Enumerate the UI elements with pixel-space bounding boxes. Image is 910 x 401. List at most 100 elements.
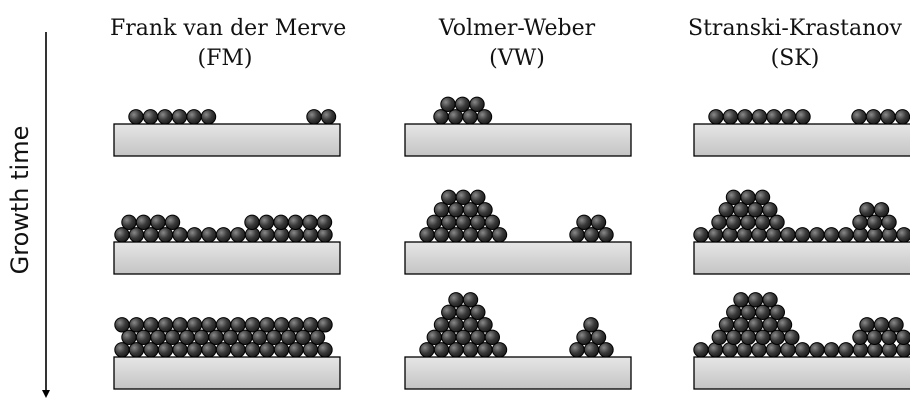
atom [851, 109, 867, 125]
atom [491, 227, 508, 243]
atom [143, 342, 159, 358]
atom [740, 329, 756, 345]
substrate-7 [113, 356, 341, 390]
atom [583, 342, 600, 358]
atom [838, 342, 854, 358]
atom [128, 109, 144, 125]
atom [755, 304, 771, 320]
atom [754, 189, 771, 206]
atom [881, 214, 897, 231]
atom [455, 189, 471, 206]
atom [143, 227, 159, 243]
atom [447, 109, 464, 125]
atom [433, 202, 450, 218]
atom [740, 189, 756, 206]
atom [215, 227, 232, 243]
atom [317, 342, 333, 358]
atom [157, 227, 174, 243]
atom [859, 317, 875, 333]
atom [302, 214, 318, 231]
atom [135, 329, 152, 345]
atom [737, 109, 753, 125]
atom [215, 342, 232, 358]
atom [469, 96, 485, 113]
atom [302, 317, 319, 333]
atom [316, 214, 333, 231]
atom [769, 329, 785, 345]
growth-time-arrow [42, 32, 50, 398]
atom [157, 317, 174, 333]
mode-abbr-vw: (VW) [489, 46, 545, 71]
atom [794, 227, 811, 243]
atom [780, 109, 797, 125]
atom [288, 317, 304, 333]
atom [718, 317, 735, 333]
atom [273, 317, 290, 333]
atom [865, 109, 882, 125]
atom [280, 329, 297, 345]
atom [288, 342, 304, 358]
atom [762, 202, 778, 218]
atom [441, 214, 457, 231]
atom [873, 317, 890, 333]
atom [193, 329, 210, 345]
atom [598, 342, 614, 358]
atom [576, 329, 592, 345]
atom [896, 227, 910, 243]
atom [121, 214, 137, 231]
atom [454, 96, 471, 113]
atom [222, 329, 239, 345]
header-fm: Frank van der Merve (FM) [110, 14, 347, 74]
atom [462, 342, 479, 358]
atom [583, 317, 599, 333]
atom [179, 329, 195, 345]
substrate-5 [404, 241, 632, 275]
atom [888, 317, 904, 333]
atom [477, 202, 493, 218]
atom [740, 214, 756, 231]
atom [769, 214, 785, 231]
atom [462, 292, 479, 308]
atom [484, 329, 500, 345]
atom [766, 109, 782, 125]
atom [726, 329, 742, 345]
atom [295, 329, 311, 345]
atom [809, 227, 825, 243]
atom [590, 214, 607, 231]
atom [747, 202, 763, 218]
atom [711, 214, 727, 231]
atom [776, 317, 793, 333]
substrate-3 [693, 123, 910, 157]
atom [725, 189, 742, 206]
substrate-2 [404, 123, 632, 157]
atom [171, 109, 188, 125]
atom [880, 109, 896, 125]
atom [733, 292, 749, 308]
atom [426, 329, 442, 345]
atom [751, 109, 768, 125]
atom [448, 202, 464, 218]
atom [150, 329, 166, 345]
atom [441, 189, 457, 206]
atom [128, 342, 145, 358]
atom [894, 109, 910, 125]
atom [569, 342, 585, 358]
atom [852, 329, 868, 345]
atom [462, 202, 479, 218]
atom [230, 227, 246, 243]
atom [259, 317, 275, 333]
atom [433, 317, 450, 333]
atom [157, 342, 174, 358]
atom [128, 227, 145, 243]
mode-name-fm: Frank van der Merve [110, 16, 347, 41]
atom [462, 109, 478, 125]
atom [114, 317, 130, 333]
atom [747, 292, 764, 308]
atom [477, 317, 493, 333]
atom [693, 342, 709, 358]
atom [455, 304, 471, 320]
atom [455, 214, 471, 231]
substrate-9 [693, 356, 910, 390]
atom [733, 202, 749, 218]
